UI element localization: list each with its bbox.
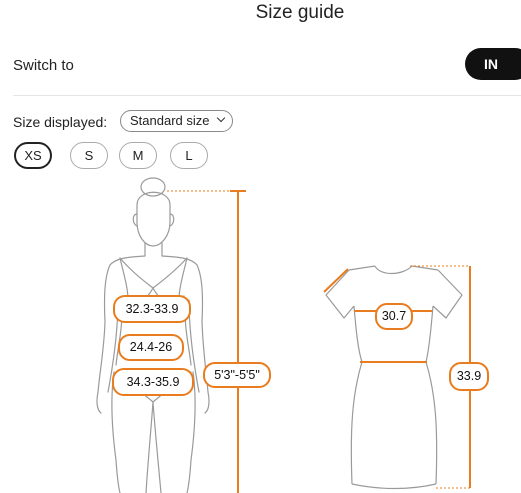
size-option-m[interactable]: M xyxy=(119,142,157,169)
bust-measurement: 32.3-33.9 xyxy=(113,295,191,323)
dress-length-measurement: 33.9 xyxy=(449,362,489,391)
height-measurement: 5'3"-5'5" xyxy=(203,362,271,388)
size-standard-value: Standard size xyxy=(130,113,210,128)
unit-toggle-button[interactable]: IN xyxy=(465,48,521,80)
divider xyxy=(13,95,521,96)
size-option-xs[interactable]: XS xyxy=(14,142,52,169)
size-standard-select[interactable]: Standard size xyxy=(120,110,233,132)
size-option-l[interactable]: L xyxy=(170,142,208,169)
dress-chest-measurement: 30.7 xyxy=(375,303,413,330)
switch-label: Switch to xyxy=(13,57,74,74)
page-title: Size guide xyxy=(255,2,345,23)
size-displayed-label: Size displayed: xyxy=(13,114,108,130)
size-option-s[interactable]: S xyxy=(70,142,108,169)
hips-measurement: 34.3-35.9 xyxy=(112,368,194,396)
waist-measurement: 24.4-26 xyxy=(118,334,184,361)
